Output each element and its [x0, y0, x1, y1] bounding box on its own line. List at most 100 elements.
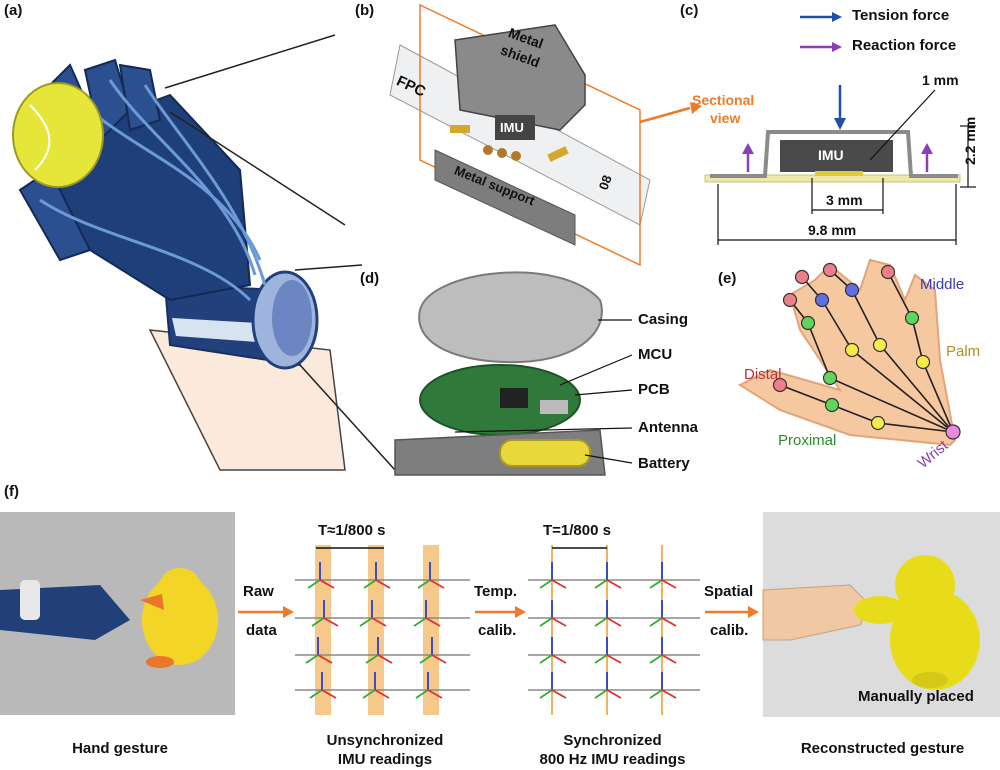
render-duck-body [890, 590, 980, 690]
leader-1mm [869, 89, 936, 161]
battery-cell [499, 439, 591, 467]
imu-axis-marker [539, 654, 553, 664]
bone [851, 289, 881, 346]
imu-axis-marker [311, 617, 325, 627]
spatial-calib-label-1: Spatial [704, 583, 754, 600]
leader-antenna [454, 427, 633, 433]
sectional-view-arrow [639, 106, 691, 124]
bone [877, 422, 954, 433]
panel-label-b: (b) [355, 2, 375, 19]
tension-legend-arrowhead [832, 12, 842, 22]
imu-axis-marker [661, 654, 677, 664]
imu-axis-marker [321, 689, 337, 699]
joint-distal [782, 292, 798, 308]
reconstructed-gesture-render [762, 512, 1000, 717]
distal-label: Distal [744, 366, 782, 383]
middle-label: Middle [920, 276, 965, 293]
joint-proximal [822, 370, 838, 386]
imu-axis-marker [425, 617, 441, 627]
imu-axis-marker [375, 579, 391, 589]
joint-distal [772, 377, 788, 393]
bone [831, 404, 879, 424]
joint-middle [814, 292, 830, 308]
imu-axis-marker [362, 689, 376, 699]
cross-section [704, 12, 976, 245]
imu-axis-marker [309, 689, 323, 699]
reaction-arrowhead-right [921, 143, 933, 154]
caption-sync-2: 800 Hz IMU readings [539, 751, 686, 768]
temp-calib-arrowhead [515, 606, 526, 618]
spatial-calib-label-2: calib. [710, 622, 749, 639]
panel-label-d: (d) [360, 270, 380, 287]
palm-label: Palm [946, 343, 981, 360]
joint-wrist [945, 424, 961, 440]
bone [879, 344, 954, 433]
imu-axis-marker [359, 617, 373, 627]
wrist-unit-exploded [394, 271, 633, 476]
render-duck-beak [854, 596, 906, 624]
imu-axis-marker [427, 689, 443, 699]
panel-label-e: (e) [718, 270, 737, 287]
mcu-label: MCU [638, 346, 673, 363]
tension-arrowhead [834, 118, 846, 130]
zoom-line [299, 364, 396, 471]
imu-axis-marker [649, 654, 663, 664]
zoom-line [294, 264, 363, 271]
photo-duck-foot [146, 656, 174, 668]
imu-axis-marker [431, 654, 447, 664]
bone [851, 349, 954, 433]
imu-axis-marker [539, 579, 553, 589]
panel-label-a: (a) [4, 2, 23, 19]
render-duck-head [895, 555, 955, 615]
mcu-chip [500, 388, 528, 408]
imu-axis-marker [661, 617, 677, 627]
raw-data-label-1: Raw [243, 583, 274, 600]
pcb-label: PCB [638, 381, 670, 398]
leader-pcb [574, 389, 633, 396]
joint-palm [915, 354, 931, 370]
photo-duck-head [158, 568, 202, 612]
sectional-view-label-1: Sectional [692, 92, 755, 108]
proximal-label: Proximal [778, 432, 837, 449]
glove-illustration [12, 58, 346, 471]
sensor-module [389, 3, 651, 267]
temp-calib-label-1: Temp. [474, 583, 518, 600]
bone [829, 377, 954, 433]
imu-axis-marker [363, 579, 377, 589]
imu-axis-marker [417, 579, 431, 589]
tension-force-legend: Tension force [852, 7, 950, 24]
photo-wrist-device [20, 580, 40, 620]
imu-chip-label: IMU [500, 120, 524, 135]
imu-axis-marker [305, 654, 319, 664]
imu-axis-marker [539, 617, 553, 627]
glove-cable [108, 79, 257, 276]
bone [821, 299, 853, 351]
imu-axis-marker [649, 689, 663, 699]
casing-label: Casing [638, 311, 689, 328]
sectional-view-arrowhead [690, 102, 702, 114]
imu-chip [495, 115, 535, 140]
connector [540, 400, 568, 414]
imu-axis-marker [606, 579, 622, 589]
dim-1mm-label: 1 mm [922, 72, 959, 88]
unsync-period-label: T≈1/800 s [318, 522, 386, 539]
imu-axis-marker [539, 689, 553, 699]
joint-proximal [800, 315, 816, 331]
imu-axis-marker [594, 579, 608, 589]
joint-distal [794, 269, 810, 285]
imu-axis-marker [594, 617, 608, 627]
sectional-view-label-2: view [710, 110, 741, 126]
joint-distal [880, 264, 896, 280]
leader-battery [584, 454, 633, 464]
panel-label-f: (f) [4, 483, 19, 500]
imu-axis-marker [551, 579, 567, 589]
imu-axis-marker [413, 617, 427, 627]
imu-axis-marker [319, 579, 335, 589]
hand-gesture-photo [0, 512, 235, 715]
imu-axis-marker [661, 689, 677, 699]
caption-unsync-2: IMU readings [337, 751, 433, 768]
photo-duck-beak [140, 594, 164, 610]
imu-axis-marker [377, 654, 393, 664]
zoom-line [169, 111, 346, 226]
dim-2-2mm-label: 2.2 mm [962, 116, 978, 165]
